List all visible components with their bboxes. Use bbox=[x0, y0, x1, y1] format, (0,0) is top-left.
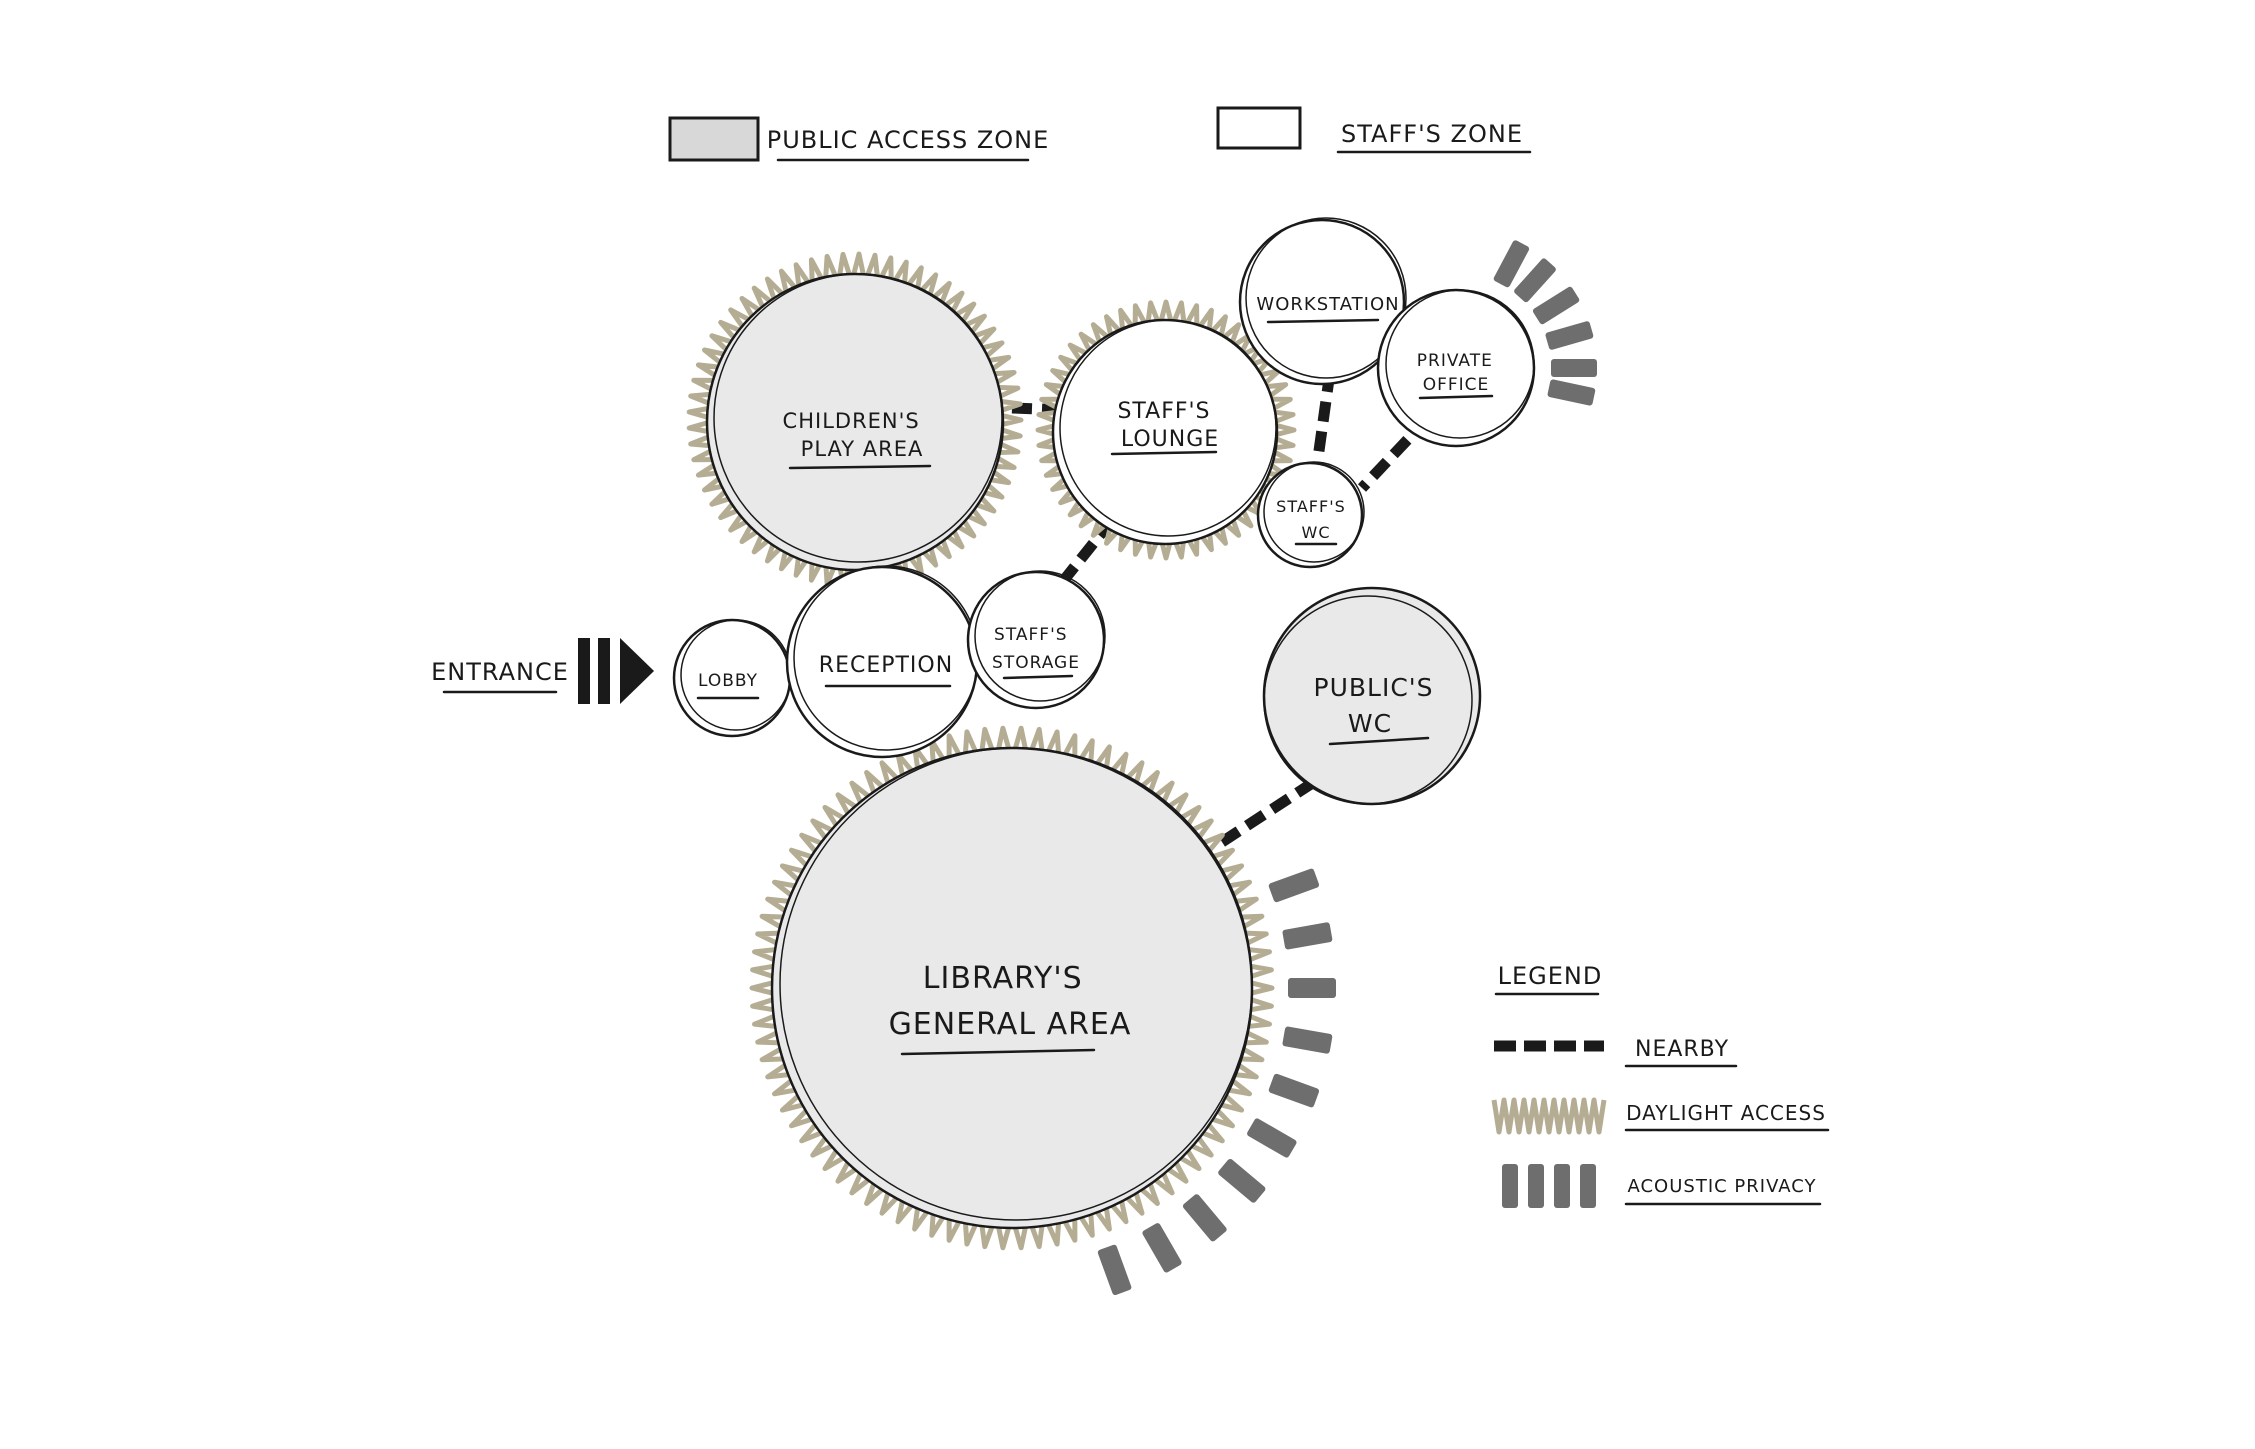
entrance-bar bbox=[598, 638, 610, 704]
legend-acoustic-bar bbox=[1502, 1164, 1518, 1208]
bubble-sketch-ring bbox=[713, 273, 1003, 563]
workstation-bubble bbox=[1238, 218, 1406, 386]
lobby-label: LOBBY bbox=[698, 671, 758, 691]
publics-wc-label: PUBLIC'S WC bbox=[1314, 673, 1443, 738]
bubble-sketch-ring bbox=[1245, 217, 1407, 379]
acoustic-privacy-bar bbox=[1142, 1223, 1182, 1273]
private-office-line: PRIVATE bbox=[1417, 351, 1493, 371]
staffs-storage-underline bbox=[1002, 674, 1074, 680]
private-office-underline bbox=[1418, 394, 1494, 400]
childrens-play-area-line: PLAY AREA bbox=[801, 437, 924, 461]
private-office-label: PRIVATE OFFICE bbox=[1417, 351, 1499, 395]
acoustic-privacy-bar bbox=[1247, 1118, 1297, 1158]
staffs-storage-line: STORAGE bbox=[992, 653, 1080, 673]
acoustic-privacy-bar bbox=[1545, 321, 1594, 350]
legend-title: LEGEND bbox=[1498, 962, 1603, 990]
librarys-general-area-underline bbox=[900, 1048, 1096, 1056]
bubble-sketch-ring bbox=[974, 570, 1106, 702]
lobby-line: LOBBY bbox=[698, 671, 758, 691]
nearby-connector bbox=[1059, 516, 1117, 584]
acoustic-privacy-bar bbox=[1268, 1073, 1320, 1108]
staffs-storage-label: STAFF'S STORAGE bbox=[992, 625, 1080, 673]
acoustic-privacy-bar bbox=[1182, 1194, 1227, 1242]
acoustic-privacy-bar bbox=[1282, 922, 1333, 950]
acoustic-privacy-bar bbox=[1532, 286, 1580, 325]
childrens-play-area-line: CHILDREN'S bbox=[783, 409, 920, 433]
public-zone-swatch bbox=[668, 116, 760, 162]
zone-legend: PUBLIC ACCESS ZONE STAFF'S ZONE bbox=[668, 106, 1532, 162]
publics-wc-line: PUBLIC'S bbox=[1314, 673, 1434, 702]
staff-zone-label: STAFF'S ZONE bbox=[1341, 120, 1523, 148]
legend-acoustic-bar bbox=[1554, 1164, 1570, 1208]
entrance-label: ENTRANCE bbox=[431, 658, 569, 686]
legend-nearby-label: NEARBY bbox=[1635, 1037, 1729, 1062]
staffs-wc-line: STAFF'S bbox=[1276, 497, 1346, 516]
entrance-arrow-icon bbox=[620, 638, 654, 704]
acoustic-privacy-bar bbox=[1097, 1244, 1132, 1296]
staffs-storage-line: STAFF'S bbox=[994, 625, 1068, 645]
acoustic-privacy-bar bbox=[1493, 240, 1530, 288]
publics-wc-underline bbox=[1328, 736, 1430, 746]
entrance-marker: ENTRANCE bbox=[431, 638, 654, 704]
bubble-sketch-ring bbox=[779, 747, 1253, 1221]
acoustic-privacy-marks bbox=[1097, 240, 1597, 1296]
librarys-general-area-line: LIBRARY'S bbox=[923, 961, 1083, 996]
daylight-ring-librarys-general-area bbox=[749, 725, 1275, 1251]
acoustic-privacy-bar bbox=[1551, 359, 1597, 377]
staffs-lounge-underline bbox=[1110, 450, 1218, 456]
staffs-wc-label: STAFF'S WC bbox=[1276, 497, 1352, 542]
legend-daylight-label: DAYLIGHT ACCESS bbox=[1626, 1101, 1826, 1125]
acoustic-privacy-bar bbox=[1547, 379, 1596, 406]
legend-acoustic-bar bbox=[1528, 1164, 1544, 1208]
librarys-general-area-label: LIBRARY'S GENERAL AREA bbox=[889, 961, 1132, 1042]
legend-acoustic-bar bbox=[1580, 1164, 1596, 1208]
childrens-play-area-underline bbox=[788, 464, 932, 470]
acoustic-privacy-bar bbox=[1282, 1026, 1333, 1054]
acoustic-privacy-bar bbox=[1514, 258, 1556, 303]
space-labels: CHILDREN'S PLAY AREA STAFF'S LOUNGE WORK… bbox=[696, 294, 1499, 1056]
legend-acoustic-label: ACOUSTIC PRIVACY bbox=[1627, 1176, 1816, 1197]
childrens-play-area-label: CHILDREN'S PLAY AREA bbox=[783, 409, 928, 461]
acoustic-privacy-bar bbox=[1218, 1158, 1266, 1203]
reception-line: RECEPTION bbox=[819, 653, 953, 678]
publics-wc-line: WC bbox=[1348, 709, 1392, 738]
bubble-sketch-ring bbox=[1263, 595, 1473, 805]
bubble-sketch-ring bbox=[1059, 319, 1277, 537]
reception-label: RECEPTION bbox=[819, 653, 953, 678]
staffs-wc-line: WC bbox=[1302, 523, 1331, 542]
legend-acoustic-swatch bbox=[1502, 1164, 1596, 1208]
nearby-connector bbox=[1218, 777, 1318, 847]
space-bubbles bbox=[672, 217, 1536, 1230]
workstation-label: WORKSTATION bbox=[1256, 294, 1399, 315]
public-zone-label: PUBLIC ACCESS ZONE bbox=[767, 126, 1050, 154]
bubble-sketch-ring bbox=[1263, 461, 1365, 563]
staffs-storage-bubble bbox=[966, 570, 1106, 710]
staffs-lounge-line: STAFF'S bbox=[1117, 399, 1210, 424]
staffs-lounge-line: LOUNGE bbox=[1121, 427, 1219, 452]
legend-daylight-swatch bbox=[1491, 1097, 1607, 1135]
acoustic-privacy-bar bbox=[1288, 978, 1336, 998]
workstation-underline bbox=[1266, 318, 1380, 324]
private-office-line: OFFICE bbox=[1423, 375, 1490, 395]
entrance-bar bbox=[578, 638, 590, 704]
workstation-line: WORKSTATION bbox=[1256, 294, 1399, 315]
nearby-connector bbox=[1312, 371, 1336, 459]
acoustic-privacy-bar bbox=[1268, 868, 1320, 903]
staffs-wc-bubble bbox=[1256, 461, 1364, 569]
legend: LEGEND NEARBY DAYLIGHT ACCESS ACOUSTIC P… bbox=[1491, 962, 1830, 1208]
staffs-lounge-label: STAFF'S LOUNGE bbox=[1117, 399, 1219, 452]
librarys-general-area-line: GENERAL AREA bbox=[889, 1007, 1132, 1042]
staff-zone-swatch bbox=[1216, 106, 1302, 150]
bubble-sketch-ring bbox=[1385, 289, 1535, 439]
